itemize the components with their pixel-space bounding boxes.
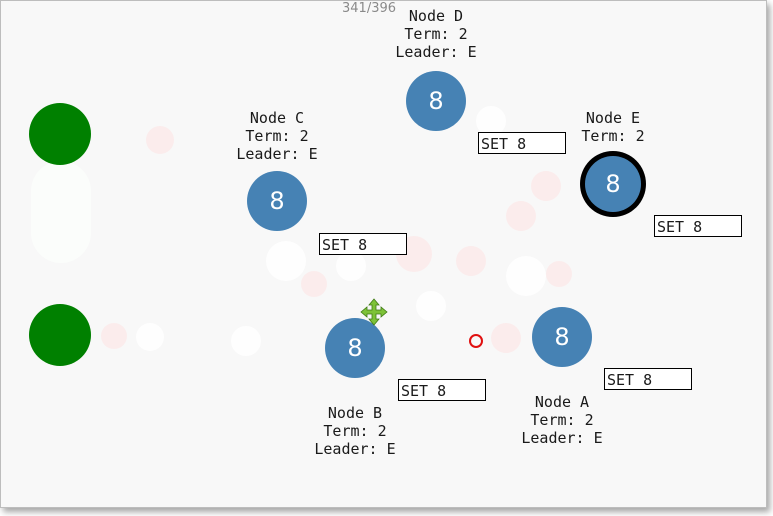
ghost-trail [546, 261, 572, 287]
node-b-name: Node B [327, 404, 383, 422]
node-a-leader: Leader: E [521, 429, 603, 447]
ghost-trail [31, 161, 91, 263]
node-d-value: 8 [428, 87, 444, 115]
ghost-trail [301, 271, 327, 297]
node-e-value: 8 [605, 170, 621, 198]
ghost-trail [336, 251, 366, 281]
client-node[interactable] [29, 304, 91, 366]
node-c-log: SET 8 [319, 233, 407, 255]
target-circle-icon [469, 334, 483, 348]
node-d-leader: Leader: E [395, 43, 477, 61]
node-c-leader: Leader: E [236, 145, 318, 163]
node-c-term: Term: 2 [245, 127, 309, 145]
node-e-log: SET 8 [654, 215, 742, 237]
node-b-term: Term: 2 [323, 422, 387, 440]
node-c-value: 8 [269, 187, 285, 215]
ghost-trail [266, 241, 306, 281]
node-b-leader: Leader: E [314, 440, 396, 458]
node-e-label: Node E Term: 2 [553, 109, 673, 145]
frame-counter: 341/396 [342, 1, 397, 16]
ghost-trail [136, 323, 164, 351]
node-e-name: Node E [585, 109, 641, 127]
node-a[interactable]: 8 [532, 307, 592, 367]
node-a-log: SET 8 [604, 368, 692, 390]
node-b[interactable]: 8 [325, 318, 385, 378]
node-b-log: SET 8 [398, 379, 486, 401]
ghost-trail [456, 246, 486, 276]
ghost-trail [491, 323, 521, 353]
node-b-value: 8 [347, 334, 363, 362]
node-a-label: Node A Term: 2 Leader: E [502, 393, 622, 447]
move-cursor-icon [360, 298, 388, 326]
client-node[interactable] [29, 103, 91, 165]
node-e[interactable]: 8 [585, 156, 641, 212]
ghost-trail [506, 201, 536, 231]
ghost-trail [101, 323, 127, 349]
node-a-term: Term: 2 [530, 411, 594, 429]
node-c-label: Node C Term: 2 Leader: E [217, 109, 337, 163]
ghost-trail [476, 106, 506, 136]
node-c[interactable]: 8 [247, 171, 307, 231]
ghost-trail [531, 171, 561, 201]
node-d-log: SET 8 [478, 132, 566, 154]
ghost-trail [231, 326, 261, 356]
node-d[interactable]: 8 [406, 71, 466, 131]
node-d-label: Node D Term: 2 Leader: E [376, 7, 496, 61]
node-b-label: Node B Term: 2 Leader: E [295, 404, 415, 458]
node-a-name: Node A [534, 393, 590, 411]
ghost-trail [146, 126, 174, 154]
simulation-canvas[interactable]: 341/396 Node D Term: 2 Leader: E 8 SET 8… [0, 0, 767, 508]
node-d-name: Node D [408, 7, 464, 25]
node-d-term: Term: 2 [404, 25, 468, 43]
ghost-trail [416, 291, 446, 321]
node-c-name: Node C [249, 109, 305, 127]
node-e-term: Term: 2 [581, 127, 645, 145]
ghost-trail [506, 256, 546, 296]
node-a-value: 8 [554, 323, 570, 351]
